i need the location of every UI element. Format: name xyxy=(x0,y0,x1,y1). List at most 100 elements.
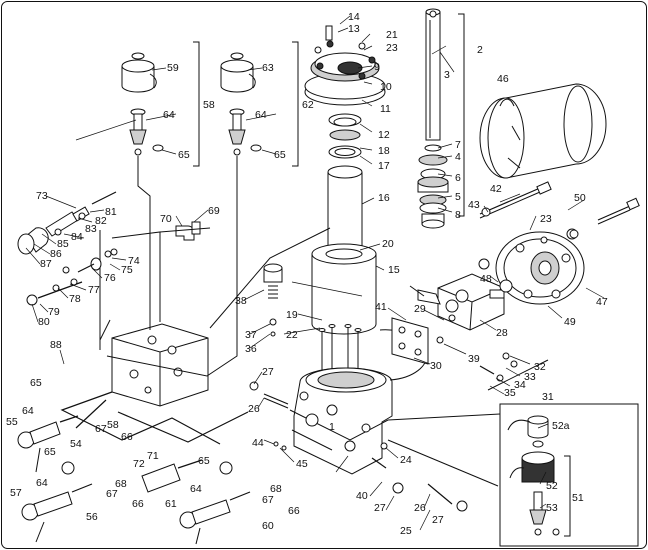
callout-81: 81 xyxy=(105,206,117,218)
callout-labels: 1 2 3 4 5 6 7 8 9 10 11 12 13 14 15 16 1… xyxy=(6,11,608,537)
reservoir-tank xyxy=(311,243,377,335)
callout-58-low: 58 xyxy=(107,419,119,431)
callout-66-c: 66 xyxy=(288,505,300,517)
callout-2: 2 xyxy=(477,44,483,56)
electric-motor xyxy=(479,83,607,179)
callout-14: 14 xyxy=(348,11,360,23)
callout-9: 9 xyxy=(374,61,380,73)
callout-29: 29 xyxy=(414,303,426,315)
motor-bolts xyxy=(479,181,640,239)
callout-64-a: 64 xyxy=(163,109,175,121)
callout-22: 22 xyxy=(286,329,298,341)
callout-64-b: 64 xyxy=(255,109,267,121)
callout-26-right: 26 xyxy=(414,502,426,514)
callout-62: 62 xyxy=(302,99,314,111)
callout-36: 36 xyxy=(245,343,257,355)
callout-66-a: 66 xyxy=(121,431,133,443)
callout-19: 19 xyxy=(286,309,298,321)
callout-70: 70 xyxy=(160,213,172,225)
callout-25: 25 xyxy=(400,525,412,537)
callout-43: 43 xyxy=(468,199,480,211)
callout-65-c: 65 xyxy=(30,377,42,389)
callout-33: 33 xyxy=(524,371,536,383)
inset-solenoid-valve xyxy=(499,403,639,547)
callout-12: 12 xyxy=(378,129,390,141)
callout-3: 3 xyxy=(444,69,450,81)
callout-41: 41 xyxy=(375,301,387,313)
callout-45: 45 xyxy=(296,458,308,470)
callout-67-b: 67 xyxy=(106,488,118,500)
tie-rods xyxy=(318,324,362,372)
leader-lines xyxy=(25,15,605,531)
callout-16: 16 xyxy=(378,192,390,204)
callout-69: 69 xyxy=(208,205,220,217)
callout-32: 32 xyxy=(534,361,546,373)
callout-4: 4 xyxy=(455,151,461,163)
callout-49: 49 xyxy=(564,316,576,328)
parts-artwork xyxy=(17,8,640,547)
callout-27-mid: 27 xyxy=(374,502,386,514)
rod-hardware-stack xyxy=(417,144,449,229)
callout-82: 82 xyxy=(95,215,107,227)
callout-40: 40 xyxy=(356,490,368,502)
callout-85: 85 xyxy=(57,238,69,250)
callout-75: 75 xyxy=(121,264,133,276)
callout-17: 17 xyxy=(378,160,390,172)
callout-11: 11 xyxy=(380,103,391,115)
callout-52a: 52a xyxy=(552,420,570,432)
callout-73: 73 xyxy=(36,190,48,202)
callout-38: 38 xyxy=(235,295,247,307)
callout-65-a: 65 xyxy=(178,149,190,161)
callout-67-c: 67 xyxy=(262,494,274,506)
callout-47: 47 xyxy=(596,296,608,308)
callout-53: 53 xyxy=(546,502,558,514)
callout-39: 39 xyxy=(468,353,480,365)
gear-pump xyxy=(409,273,505,331)
callout-74: 74 xyxy=(128,255,140,267)
callout-54: 54 xyxy=(70,438,82,450)
reservoir-cap xyxy=(304,25,386,106)
piston-seals xyxy=(328,113,362,159)
callout-67-a: 67 xyxy=(95,423,107,435)
callout-34: 34 xyxy=(514,379,526,391)
callout-79: 79 xyxy=(48,306,60,318)
filter-assembly xyxy=(17,191,118,306)
callout-7: 7 xyxy=(455,139,461,151)
callout-23-cap: 23 xyxy=(386,42,398,54)
callout-1: 1 xyxy=(329,421,335,433)
callout-42: 42 xyxy=(490,183,502,195)
cylinder-rod xyxy=(425,8,441,141)
callout-68-a: 68 xyxy=(115,478,127,490)
callout-86: 86 xyxy=(50,248,62,260)
callout-68-b: 68 xyxy=(270,483,282,495)
callout-20: 20 xyxy=(382,238,394,250)
callout-35: 35 xyxy=(504,387,516,399)
callout-63: 63 xyxy=(262,62,274,74)
motor-end-plate xyxy=(478,228,585,305)
callout-58-top: 58 xyxy=(203,99,215,111)
callout-37: 37 xyxy=(245,329,257,341)
hydraulic-lines xyxy=(60,156,501,487)
callout-5: 5 xyxy=(455,191,461,203)
callout-46: 46 xyxy=(497,73,509,85)
callout-87: 87 xyxy=(40,258,52,270)
callout-44: 44 xyxy=(252,437,264,449)
callout-51: 51 xyxy=(572,492,584,504)
callout-6: 6 xyxy=(455,172,461,184)
callout-52: 52 xyxy=(546,480,558,492)
callout-26-left: 26 xyxy=(248,403,260,415)
callout-30: 30 xyxy=(430,360,442,372)
callout-61: 61 xyxy=(165,498,177,510)
valve-cartridges xyxy=(17,415,251,545)
callout-31: 31 xyxy=(542,391,554,403)
callout-27-right: 27 xyxy=(432,514,444,526)
callout-60: 60 xyxy=(262,520,274,532)
callout-28: 28 xyxy=(496,327,508,339)
callout-18: 18 xyxy=(378,145,390,157)
callout-83: 83 xyxy=(85,223,97,235)
callout-80: 80 xyxy=(38,316,50,328)
callout-72: 72 xyxy=(133,458,145,470)
callout-50: 50 xyxy=(574,192,586,204)
